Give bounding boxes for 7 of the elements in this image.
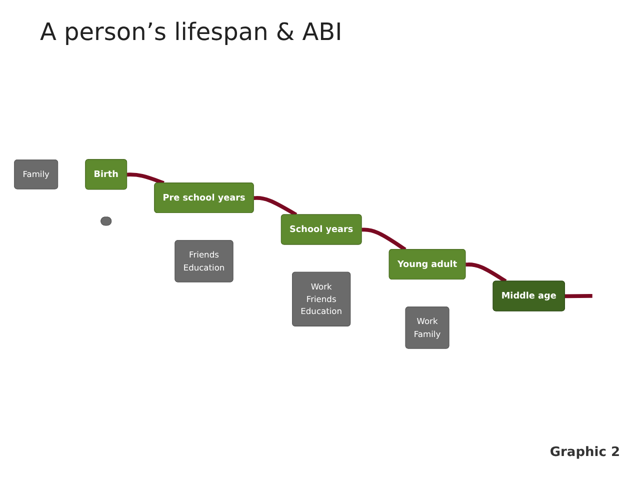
graphic-number: Graphic 2: [550, 445, 620, 460]
connector: [466, 262, 507, 283]
connector: [127, 172, 164, 185]
connector: [362, 228, 406, 252]
diagram-title: A person’s lifespan & ABI: [40, 18, 342, 46]
connector: [564, 294, 592, 298]
connector: [254, 196, 298, 217]
